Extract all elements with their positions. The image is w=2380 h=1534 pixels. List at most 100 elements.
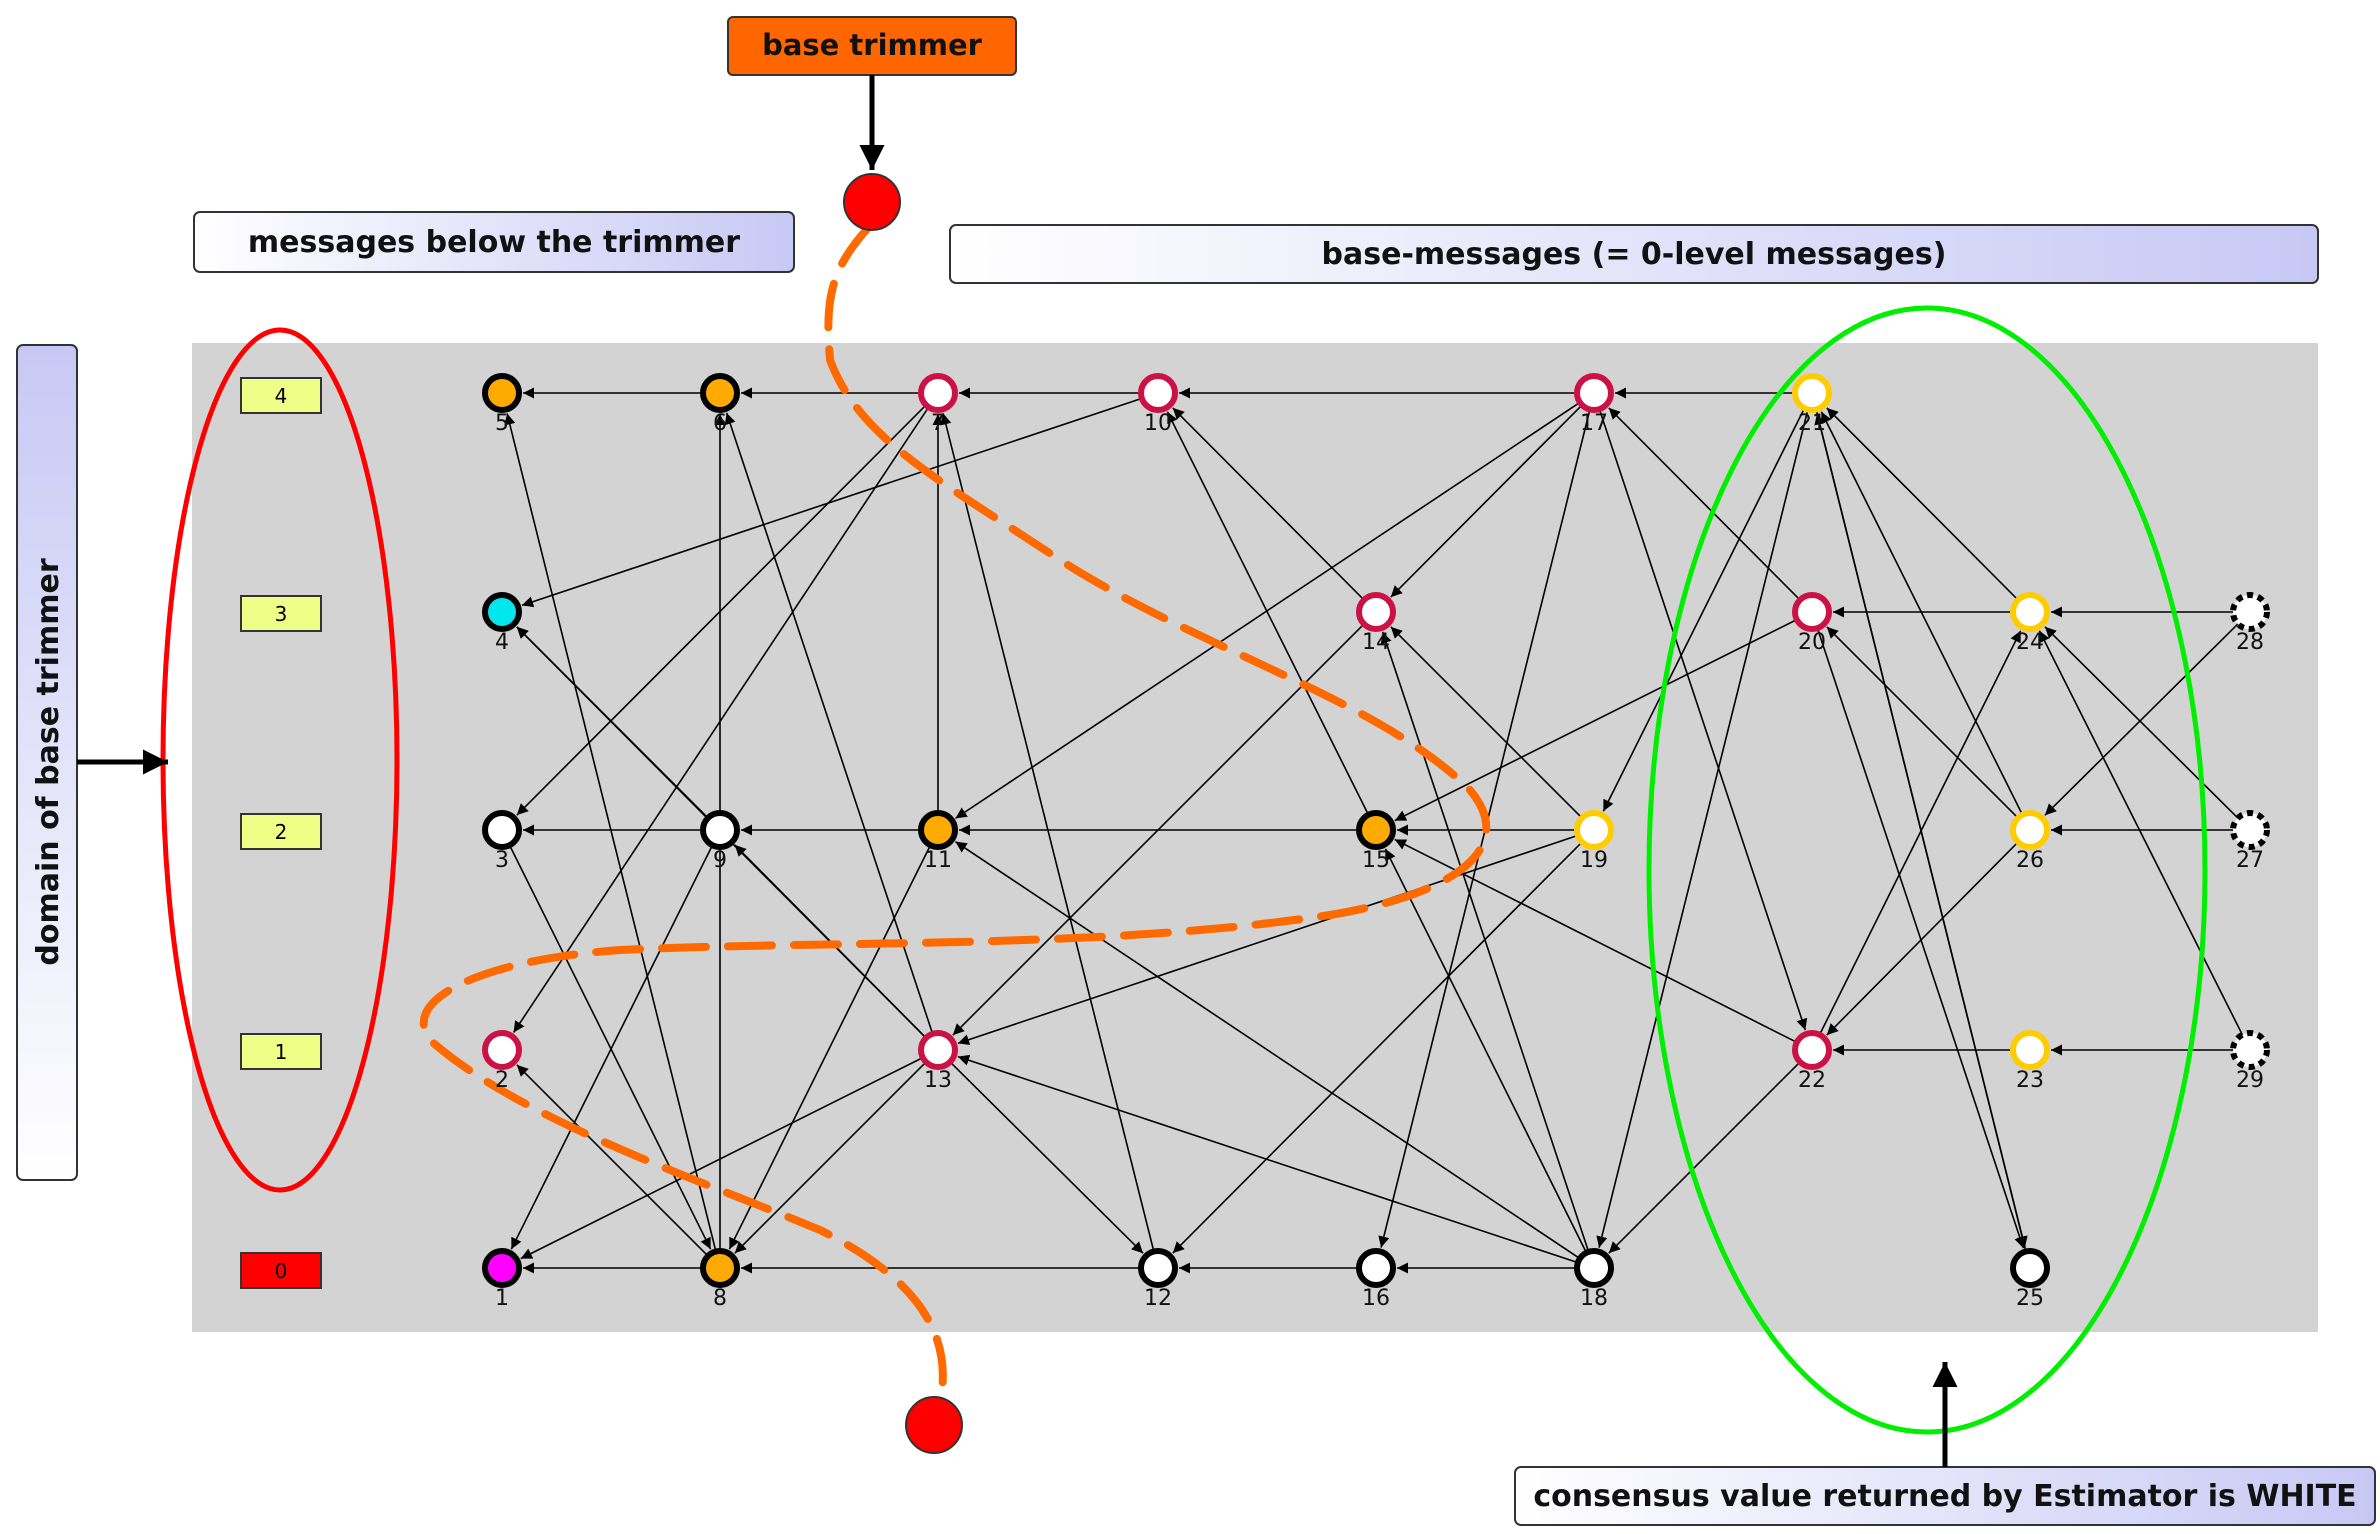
edge-20-25 [1816, 627, 2026, 1249]
node-6: 6 [700, 373, 740, 436]
node-3: 3 [482, 810, 522, 873]
level-box-2 [240, 813, 322, 850]
node-circle-27 [2230, 810, 2270, 850]
edge-7-3 [516, 404, 927, 816]
node-26: 26 [2010, 810, 2050, 873]
node-circle-1 [482, 1248, 522, 1288]
trimmer-top-dot [843, 173, 901, 231]
edge-19-13 [957, 834, 1579, 1046]
level-label-1: 1 [275, 1040, 288, 1064]
below-trimmer-label: messages below the trimmer [248, 225, 740, 260]
node-20: 20 [1792, 592, 1832, 655]
node-29: 29 [2230, 1030, 2270, 1093]
node-18: 18 [1574, 1248, 1614, 1311]
base-messages-label: base-messages (= 0-level messages) [1322, 237, 1947, 272]
node-14: 14 [1356, 592, 1396, 655]
node-15: 15 [1356, 810, 1396, 873]
edges-group [504, 387, 2244, 1274]
edge-19-14 [1390, 626, 1583, 819]
node-label-17: 17 [1580, 411, 1608, 436]
edge-17-14 [1390, 404, 1583, 598]
node-circle-16 [1356, 1248, 1396, 1288]
node-9: 9 [700, 810, 740, 873]
edge-7-2 [512, 406, 930, 1033]
node-circle-3 [482, 810, 522, 850]
node-label-11: 11 [924, 848, 952, 873]
trimmer-path [419, 224, 1491, 1394]
node-circle-11 [918, 810, 958, 850]
node-23: 23 [2010, 1030, 2050, 1093]
node-label-13: 13 [924, 1068, 952, 1093]
node-circle-17 [1574, 373, 1614, 413]
node-label-21: 21 [1798, 411, 1826, 436]
level-label-2: 2 [275, 820, 288, 844]
node-label-7: 7 [931, 411, 945, 436]
node-label-27: 27 [2236, 848, 2264, 873]
edge-29-24 [2038, 630, 2244, 1036]
level-label-4: 4 [275, 384, 288, 408]
node-circle-21 [1792, 373, 1832, 413]
edge-22-18 [1608, 1061, 1801, 1254]
edge-13-6 [724, 412, 934, 1035]
node-label-9: 9 [713, 848, 727, 873]
edge-21-19 [1602, 407, 1806, 812]
node-25: 25 [2010, 1248, 2050, 1311]
edge-20-15 [1394, 618, 1798, 822]
edge-10-4 [521, 397, 1143, 608]
node-circle-15 [1356, 810, 1396, 850]
node-8: 8 [700, 1248, 740, 1311]
node-7: 7 [918, 373, 958, 436]
node-label-6: 6 [713, 411, 727, 436]
node-circle-13 [918, 1030, 958, 1070]
node-circle-23 [2010, 1030, 2050, 1070]
node-label-19: 19 [1580, 848, 1608, 873]
consensus-ellipse [1646, 305, 2208, 1435]
node-circle-25 [2010, 1248, 2050, 1288]
node-12: 12 [1138, 1248, 1178, 1311]
edge-13-8 [734, 1061, 927, 1254]
level-boxes: 4 3 2 1 0 [240, 377, 322, 1289]
node-19: 19 [1574, 810, 1614, 873]
edge-21-18 [1596, 409, 1809, 1248]
base-trimmer-label: base trimmer [762, 28, 983, 62]
edge-3-8 [508, 844, 712, 1250]
level-box-3 [240, 595, 322, 632]
node-circle-12 [1138, 1248, 1178, 1288]
edge-12-7 [940, 413, 1155, 1252]
edge-25-21 [1814, 413, 2027, 1252]
edge-24-21 [1826, 407, 2019, 601]
node-circle-20 [1792, 592, 1832, 632]
node-label-14: 14 [1362, 630, 1390, 655]
edge-13-1 [520, 1056, 924, 1260]
domain-label: domain of base trimmer [31, 558, 66, 965]
level-box-4 [240, 377, 322, 414]
node-circle-19 [1574, 810, 1614, 850]
edge-9-1 [510, 844, 714, 1250]
node-circle-5 [482, 373, 522, 413]
level-label-0: 0 [275, 1259, 288, 1283]
node-label-8: 8 [713, 1286, 727, 1311]
node-circle-4 [482, 592, 522, 632]
node-5: 5 [482, 373, 522, 436]
node-13: 13 [918, 1030, 958, 1093]
node-22: 22 [1792, 1030, 1832, 1093]
edge-13-12 [949, 1061, 1144, 1254]
node-circle-6 [700, 373, 740, 413]
node-label-4: 4 [495, 630, 509, 655]
node-17: 17 [1574, 373, 1614, 436]
node-circle-28 [2230, 592, 2270, 632]
node-label-22: 22 [1798, 1068, 1826, 1093]
trimmer-bottom-dot [905, 1396, 963, 1454]
graph-panel [192, 343, 2318, 1332]
node-label-28: 28 [2236, 630, 2264, 655]
edge-14-13 [952, 623, 1365, 1036]
node-label-12: 12 [1144, 1286, 1172, 1311]
edge-18-11 [955, 840, 1581, 1260]
edge-19-12 [1172, 841, 1583, 1254]
node-label-15: 15 [1362, 848, 1390, 873]
base-messages-box [949, 224, 2319, 284]
node-label-25: 25 [2016, 1286, 2044, 1311]
node-label-20: 20 [1798, 630, 1826, 655]
node-16: 16 [1356, 1248, 1396, 1311]
